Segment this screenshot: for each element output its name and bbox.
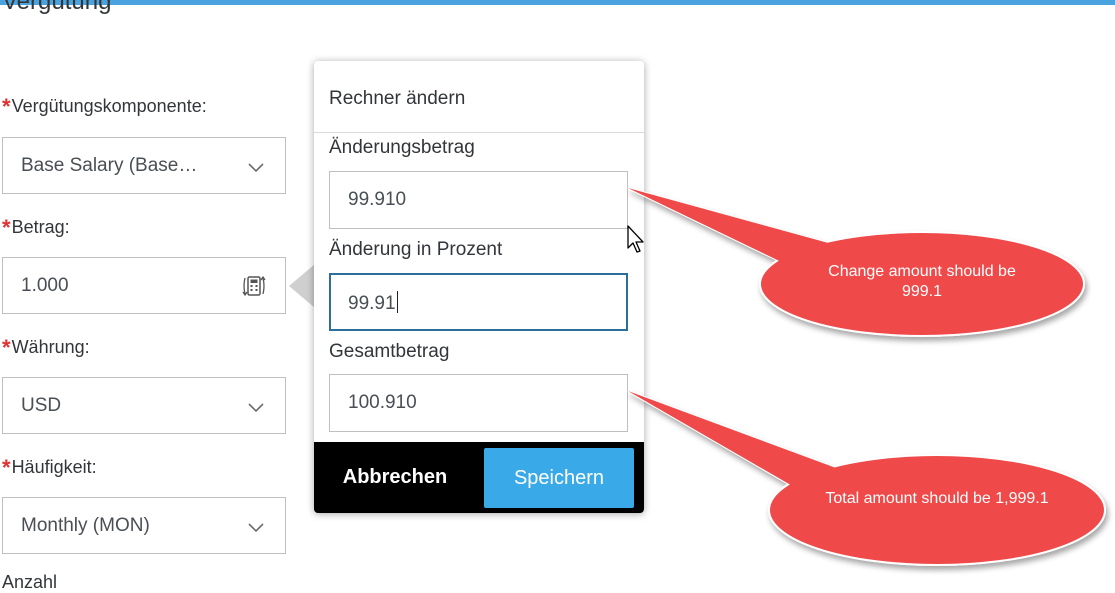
top-accent-bar	[0, 0, 1115, 5]
total-amount-input[interactable]: 100.910	[329, 374, 628, 432]
next-field-label: Anzahl	[2, 572, 58, 592]
mouse-pointer-icon	[627, 225, 644, 253]
currency-select[interactable]: USD	[2, 377, 286, 434]
callout-text-total-amount: Total amount should be 1,999.1	[825, 490, 1049, 507]
change-percent-label: Änderung in Prozent	[329, 239, 503, 260]
change-amount-input[interactable]: 99.910	[329, 171, 628, 229]
frequency-select-value: Monthly (MON)	[21, 515, 150, 536]
amount-value: 1.000	[21, 275, 69, 296]
amount-field[interactable]: 1.000	[2, 257, 286, 314]
popover-divider	[314, 132, 644, 133]
chevron-down-icon	[248, 523, 264, 533]
component-select-value: Base Salary (Base…	[21, 155, 198, 176]
required-marker: *	[2, 215, 11, 240]
calculator-popover: Rechner ändern Änderungsbetrag 99.910 Än…	[314, 61, 644, 513]
frequency-label: *Häufigkeit:	[2, 455, 97, 480]
save-button[interactable]: Speichern	[484, 448, 634, 508]
change-amount-label: Änderungsbetrag	[329, 137, 475, 158]
popover-pointer	[289, 264, 315, 308]
component-label: *Vergütungskomponente:	[2, 94, 207, 119]
total-amount-label: Gesamtbetrag	[329, 341, 450, 362]
total-amount-value: 100.910	[348, 392, 417, 413]
chevron-down-icon	[248, 403, 264, 413]
component-select[interactable]: Base Salary (Base…	[2, 137, 286, 194]
currency-select-value: USD	[21, 395, 62, 416]
text-caret	[396, 291, 398, 313]
change-amount-value: 99.910	[348, 189, 407, 210]
section-title: Vergütung	[2, 0, 112, 15]
required-marker: *	[2, 455, 11, 480]
cancel-button[interactable]: Abbrechen	[342, 466, 448, 488]
currency-label: *Währung:	[2, 335, 90, 360]
callout-total-amount	[627, 390, 1106, 566]
callout-text-change-amount: Change amount should be 999.1	[828, 263, 1016, 300]
amount-label: *Betrag:	[2, 215, 70, 240]
popover-title: Rechner ändern	[329, 88, 466, 109]
popover-footer: Abbrechen Speichern	[314, 442, 644, 513]
chevron-down-icon	[248, 163, 264, 173]
required-marker: *	[2, 94, 11, 119]
change-percent-input[interactable]: 99.91	[329, 273, 628, 331]
change-percent-value: 99.91	[348, 291, 398, 314]
calculator-icon[interactable]	[241, 272, 267, 300]
required-marker: *	[2, 335, 11, 360]
frequency-select[interactable]: Monthly (MON)	[2, 497, 286, 554]
